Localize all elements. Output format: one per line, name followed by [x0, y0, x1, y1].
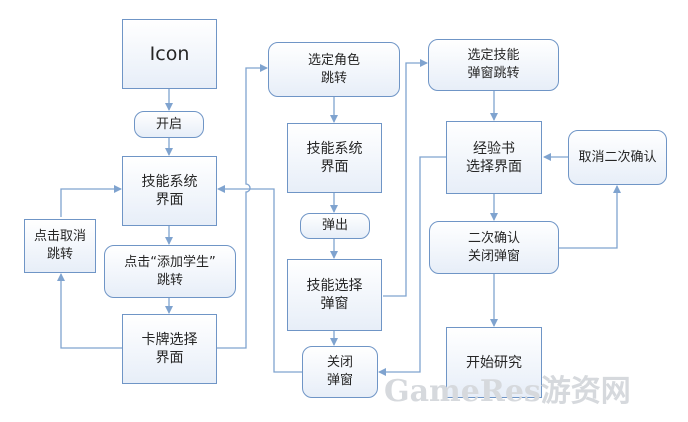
- node-start-research: 开始研究: [446, 327, 542, 398]
- node-skill-system-ui: 技能系统 界面: [122, 156, 217, 226]
- node-click-add-student: 点击“添加学生” 跳转: [104, 245, 236, 298]
- arrow-card-to-role: [216, 64, 268, 349]
- node-card-select-ui: 卡牌选择 界面: [122, 314, 217, 384]
- node-cancel-second-confirm: 取消二次确认: [568, 130, 667, 185]
- watermark: GameRes游资网: [384, 374, 631, 409]
- node-skill-select-popup: 技能选择 弹窗: [287, 259, 382, 331]
- arrow-exp-to-close: [378, 156, 446, 376]
- arrow-confirm-to-cancelconfirm: [559, 185, 621, 249]
- node-popup: 弹出: [300, 213, 370, 239]
- node-open: 开启: [134, 111, 204, 138]
- node-cancel-click-jump: 点击取消 跳转: [24, 219, 96, 273]
- node-select-role-jump: 选定角色 跳转: [268, 42, 400, 97]
- node-exp-book-select-ui: 经验书 选择界面: [446, 121, 542, 194]
- node-icon: Icon: [122, 19, 217, 89]
- arrow-close-to-skill-main: [217, 185, 302, 373]
- arrow-select-to-skilljump: [383, 59, 428, 297]
- node-second-confirm-close: 二次确认 关闭弹窗: [429, 221, 559, 274]
- arrow-cancel-to-skill: [60, 185, 122, 217]
- arrow-card-to-cancel: [57, 273, 122, 349]
- node-skill-system-ui-2: 技能系统 界面: [287, 123, 382, 193]
- node-select-skill-jump: 选定技能 弹窗跳转: [428, 39, 559, 91]
- node-close-popup: 关闭 弹窗: [302, 346, 378, 398]
